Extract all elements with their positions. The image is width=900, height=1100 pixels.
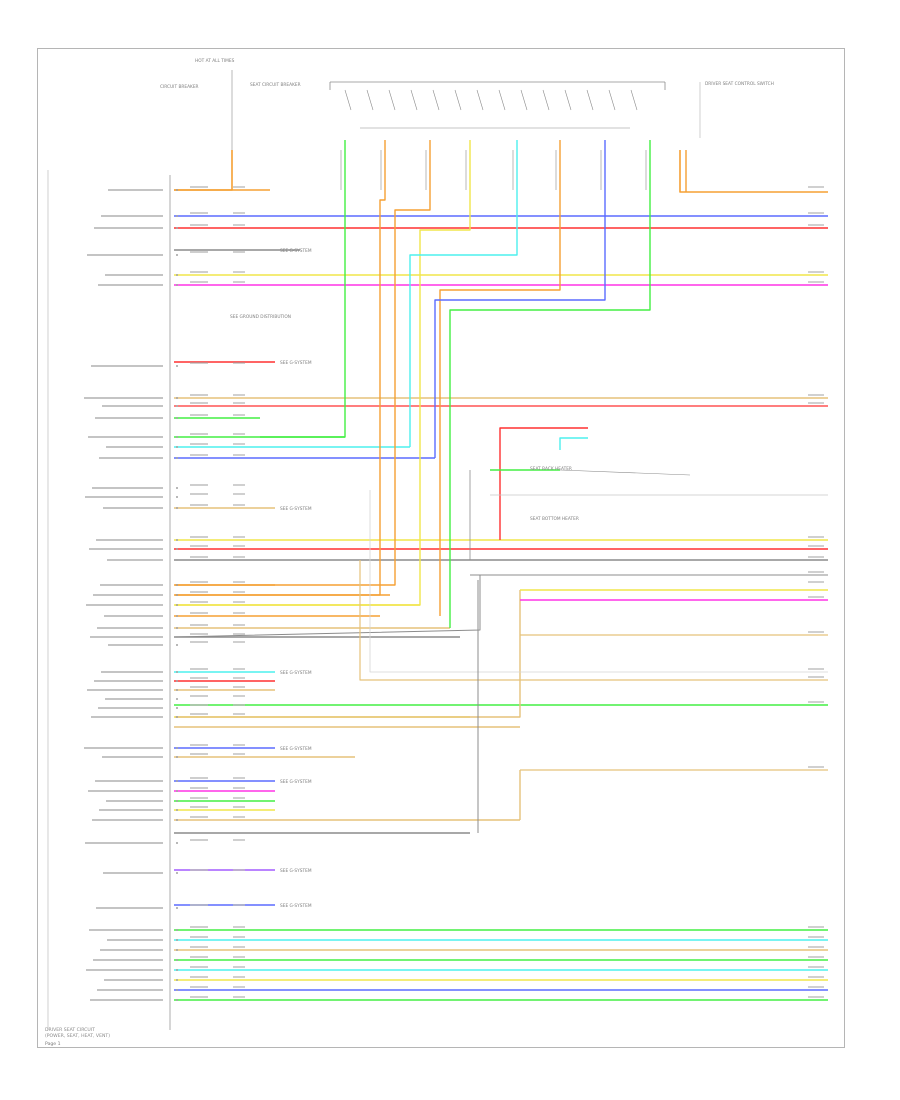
note-0: SEE GROUND DISTRIBUTION xyxy=(230,314,291,320)
switch-contact xyxy=(410,89,418,111)
switch-contact xyxy=(542,89,550,111)
ref-label-0: SEE G-SYSTEM xyxy=(280,248,312,254)
switch-contact xyxy=(564,89,572,111)
ref-label-3: SEE G-SYSTEM xyxy=(280,670,312,676)
ref-label-5: SEE G-SYSTEM xyxy=(280,779,312,785)
circuit-breaker-label: CIRCUIT BREAKER xyxy=(160,84,199,90)
switch-contact xyxy=(520,89,528,111)
vert-wire-blue-1 xyxy=(434,140,606,458)
switch-contact xyxy=(432,89,440,111)
caption-line-1: DRIVER SEAT CIRCUIT xyxy=(45,1028,95,1033)
switch-contact xyxy=(454,89,462,111)
vert-wire-green-1 xyxy=(260,140,346,438)
switch-contact xyxy=(344,89,352,111)
switch-contact xyxy=(476,89,484,111)
vert-wire-orange-2 xyxy=(175,140,431,586)
switch-contact xyxy=(388,89,396,111)
vert-wire-orange-4 xyxy=(679,150,828,193)
hot-at-all-times-label: HOT AT ALL TIMES xyxy=(195,58,235,64)
ref-label-7: SEE G-SYSTEM xyxy=(280,903,312,909)
module-label: DRIVER SEAT CONTROL SWITCH xyxy=(705,81,774,87)
vert-wire-yellow-1 xyxy=(175,140,471,606)
switch-contact xyxy=(630,89,638,111)
net-wire-light-2 xyxy=(369,490,828,673)
diagram-frame xyxy=(37,48,845,1048)
switch-contact xyxy=(366,89,374,111)
vert-wire-green-2 xyxy=(449,140,651,628)
seat-breaker-label: SEAT CIRCUIT BREAKER xyxy=(250,82,301,88)
switch-contact xyxy=(608,89,616,111)
ref-label-4: SEE G-SYSTEM xyxy=(280,746,312,752)
caption-line-2: (POWER, SEAT, HEAT, VENT) xyxy=(45,1033,111,1039)
switch-contact xyxy=(586,89,594,111)
vert-wire-orange-3 xyxy=(439,140,561,616)
net-wire-tan xyxy=(175,590,521,718)
switch-contact xyxy=(498,89,506,111)
note-1: SEAT BACK HEATER xyxy=(530,466,572,472)
note-2: SEAT BOTTOM HEATER xyxy=(530,516,579,522)
net-wire-gray-2 xyxy=(559,469,691,476)
page-footer: Page 1 xyxy=(45,1042,61,1047)
net-wire-tan-2 xyxy=(359,560,828,681)
net-wire-gray-3 xyxy=(174,575,481,638)
ref-label-1: SEE G-SYSTEM xyxy=(280,360,312,366)
diagram-caption: DRIVER SEAT CIRCUIT (POWER, SEAT, HEAT, … xyxy=(45,1028,165,1039)
net-wire-red xyxy=(499,427,588,540)
ref-label-2: SEE G-SYSTEM xyxy=(280,506,312,512)
vert-wire-orange-1 xyxy=(175,140,386,596)
ref-label-6: SEE G-SYSTEM xyxy=(280,868,312,874)
net-wire-cyan xyxy=(559,437,588,450)
vert-wire-cyan-1 xyxy=(409,140,518,447)
vert-wire-orange-6 xyxy=(174,150,233,191)
